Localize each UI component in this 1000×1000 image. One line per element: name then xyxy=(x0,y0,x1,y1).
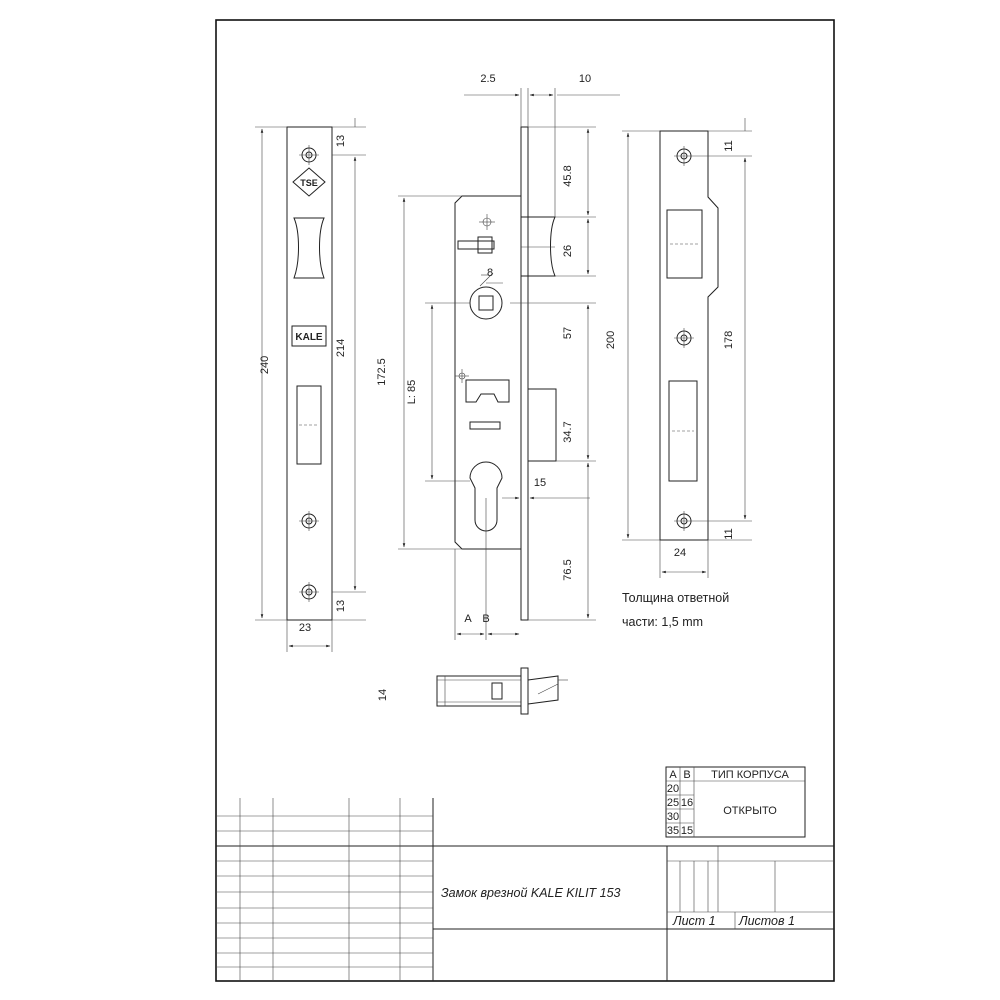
drawing-title: Замок врезной KALE KILIT 153 xyxy=(441,886,621,900)
tse-logo-icon: TSE xyxy=(292,167,326,197)
spec-row-b: 16 xyxy=(681,797,693,809)
strike-thickness-note-line1: Толщина ответной xyxy=(622,591,729,605)
dim-13-top: 13 xyxy=(335,135,347,147)
dim-172-5: 172.5 xyxy=(376,358,388,386)
sheet-number: Лист 1 xyxy=(672,914,716,928)
dim-14: 14 xyxy=(377,689,389,701)
dim-76-5: 76.5 xyxy=(562,559,574,580)
dim-13-bottom: 13 xyxy=(335,600,347,612)
dim-15: 15 xyxy=(534,477,546,489)
dim-26: 26 xyxy=(562,245,574,257)
sheet-count: Листов 1 xyxy=(738,914,795,928)
dim-200: 200 xyxy=(605,331,617,349)
spec-header-type: ТИП КОРПУСА xyxy=(711,769,789,781)
dim-178: 178 xyxy=(723,331,735,349)
spec-type-value: ОТКРЫТО xyxy=(723,805,777,817)
dim-11-top: 11 xyxy=(723,140,735,151)
strike-plate-dimensions: 200 178 11 11 24 xyxy=(605,118,752,578)
dim-8: 8 xyxy=(487,267,493,279)
dim-10: 10 xyxy=(579,73,591,85)
dim-57: 57 xyxy=(562,327,574,339)
lock-body-dimensions: 2.5 10 45.8 26 57 34.7 76.5 172.5 L: 85 … xyxy=(376,73,620,640)
spec-row-b: 15 xyxy=(681,825,693,837)
dim-45-8: 45.8 xyxy=(562,165,574,186)
spec-row-a: 30 xyxy=(667,811,679,823)
dim-2-5: 2.5 xyxy=(480,73,495,85)
title-block: Замок врезной KALE KILIT 153 Лист 1 Лист… xyxy=(216,798,834,981)
dim-240: 240 xyxy=(259,356,271,374)
dim-214: 214 xyxy=(335,339,347,357)
spec-row-a: 25 xyxy=(667,797,679,809)
faceplate-view: TSE KALE xyxy=(286,126,333,621)
spec-header-a: A xyxy=(669,769,677,781)
spec-header-b: B xyxy=(683,769,690,781)
faceplate-dimensions: 240 214 13 13 23 xyxy=(255,118,366,652)
dim-34-7: 34.7 xyxy=(562,421,574,442)
dim-24: 24 xyxy=(674,547,686,559)
spec-row-a: 20 xyxy=(667,783,679,795)
kale-logo-icon: KALE xyxy=(291,325,327,347)
spec-row-a: 35 xyxy=(667,825,679,837)
dim-B: B xyxy=(482,613,489,625)
svg-text:TSE: TSE xyxy=(300,178,318,188)
svg-text:KALE: KALE xyxy=(295,332,323,343)
lock-body-view xyxy=(454,126,557,621)
drawing-frame xyxy=(215,19,835,982)
lock-top-view: 14 xyxy=(377,667,568,715)
dim-23: 23 xyxy=(299,622,311,634)
spec-table: A B ТИП КОРПУСА 20 25 16 30 35 15 ОТКРЫТ… xyxy=(665,766,806,838)
strike-thickness-note-line2: части: 1,5 mm xyxy=(622,615,703,629)
dim-11-bottom: 11 xyxy=(723,528,735,539)
dim-L85: L: 85 xyxy=(406,380,418,404)
dim-A: A xyxy=(464,613,472,625)
strike-plate-view xyxy=(659,130,719,541)
